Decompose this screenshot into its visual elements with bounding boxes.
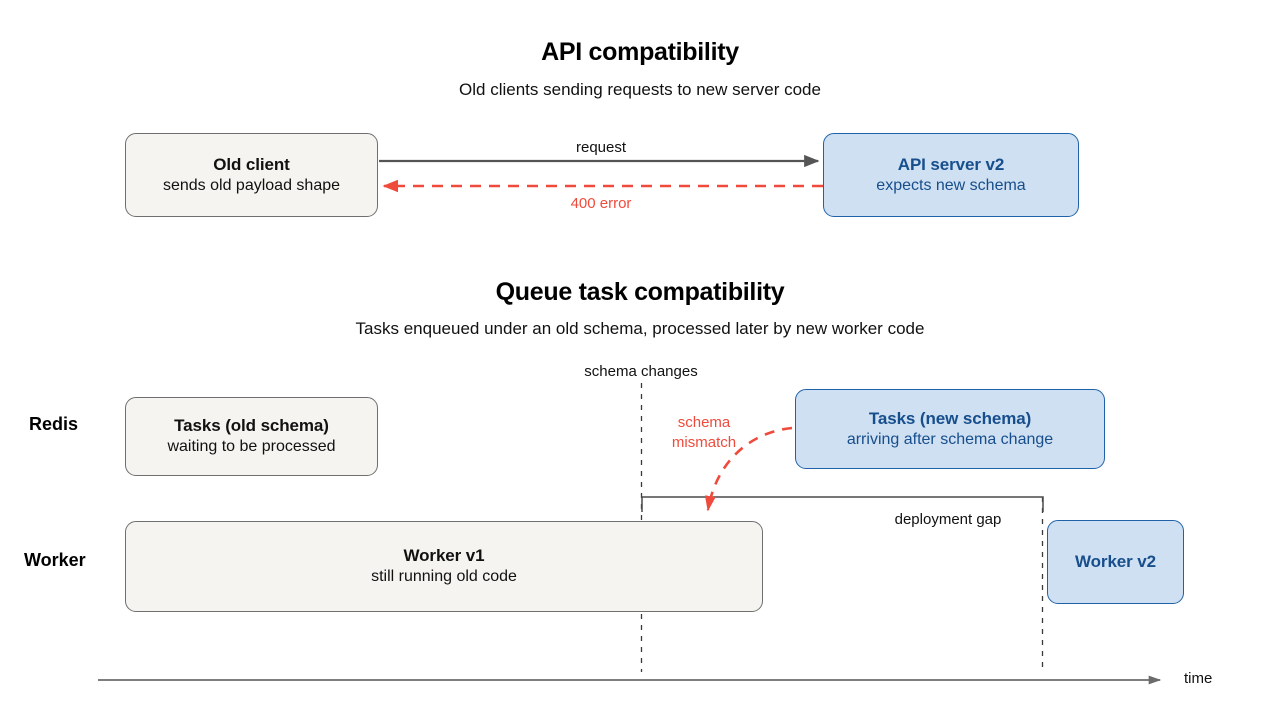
api-server-v2-node[interactable]: API server v2 expects new schema	[823, 133, 1079, 217]
tasks-new-schema-node[interactable]: Tasks (new schema) arriving after schema…	[795, 389, 1105, 469]
schema-mismatch-label: schema mismatch	[658, 413, 750, 454]
lane-label-redis: Redis	[29, 414, 79, 434]
tasks-old-schema-node[interactable]: Tasks (old schema) waiting to be process…	[125, 397, 378, 476]
worker-v1-subtitle: still running old code	[371, 568, 517, 586]
old-client-title: Old client	[213, 154, 290, 174]
api-server-v2-subtitle: expects new schema	[876, 176, 1026, 194]
worker-v1-node[interactable]: Worker v1 still running old code	[125, 521, 763, 612]
api-server-v2-title: API server v2	[897, 154, 1005, 174]
lane-label-worker: Worker	[24, 550, 86, 570]
old-client-node[interactable]: Old client sends old payload shape	[125, 133, 378, 217]
worker-v2-node[interactable]: Worker v2	[1047, 520, 1184, 604]
tasks-new-schema-title: Tasks (new schema)	[868, 408, 1032, 428]
queue-section-subtitle: Tasks enqueued under an old schema, proc…	[355, 319, 925, 338]
error-edge-label: 400 error	[570, 195, 632, 212]
api-section-subtitle: Old clients sending requests to new serv…	[459, 80, 821, 99]
tasks-new-schema-subtitle: arriving after schema change	[846, 430, 1054, 448]
schema-changes-label: schema changes	[584, 363, 698, 380]
worker-v1-title: Worker v1	[403, 546, 485, 566]
queue-section-title: Queue task compatibility	[495, 278, 785, 306]
deployment-gap-bracket	[641, 496, 1044, 512]
tasks-old-schema-subtitle: waiting to be processed	[167, 438, 336, 456]
old-client-subtitle: sends old payload shape	[162, 176, 341, 194]
worker-v2-title: Worker v2	[1075, 552, 1156, 572]
api-section-title: API compatibility	[541, 38, 739, 66]
schema-mismatch-line-1: schema	[677, 414, 731, 431]
request-edge-label: request	[575, 139, 627, 156]
deployment-gap-label: deployment gap	[894, 511, 1002, 528]
time-axis-label: time	[1184, 670, 1213, 687]
schema-mismatch-line-2: mismatch	[671, 434, 737, 452]
tasks-old-schema-title: Tasks (old schema)	[174, 416, 329, 436]
